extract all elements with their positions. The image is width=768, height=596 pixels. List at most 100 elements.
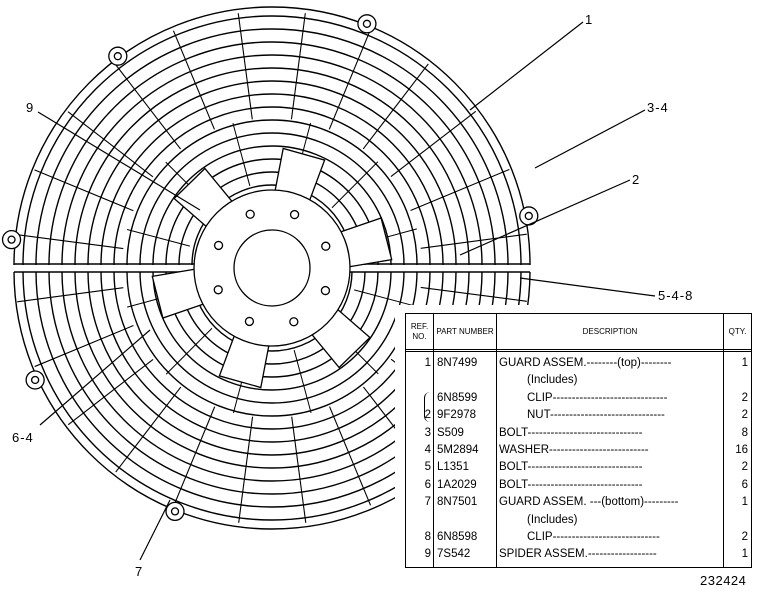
ref-no-cell: 7: [424, 496, 431, 509]
part-number-cell: 9F2978: [437, 409, 477, 422]
guard-spoke: [237, 13, 253, 120]
guard-ring: [191, 184, 353, 265]
part-number-cell: 1A2029: [437, 478, 477, 491]
callout-9: 9: [26, 100, 35, 115]
ref-no-cell: 9: [424, 548, 431, 561]
mounting-tab-hole: [524, 211, 533, 221]
bolt-hole: [289, 317, 299, 327]
guard-spoke: [290, 13, 306, 120]
guard-spoke: [165, 327, 213, 375]
ref-no-cell: 8: [424, 531, 431, 543]
leader-line: [469, 21, 584, 111]
quantity-cell: 2: [741, 531, 748, 543]
callout-2: 2: [632, 172, 641, 187]
guard-spoke: [329, 406, 372, 506]
guard-spoke: [420, 233, 527, 249]
bottom-guard: [13, 272, 531, 530]
quantity-cell: 2: [741, 409, 748, 422]
guard-spoke: [34, 169, 134, 212]
top-guard: [13, 6, 531, 265]
guard-spoke: [17, 287, 124, 303]
guard-ring: [113, 106, 431, 265]
guard-ring: [74, 272, 470, 469]
part-number-cell: L1351: [437, 461, 469, 474]
leader-line: [459, 179, 631, 256]
ref-no-cell: 2: [424, 409, 431, 422]
figure-number: 232424: [700, 573, 747, 588]
mounting-tab-hole: [113, 52, 122, 61]
description-cell: BOLT------------------------------: [499, 426, 643, 439]
quantity-cell: 1: [741, 496, 748, 509]
mounting-tabs: [1, 14, 539, 522]
guard-spoke: [232, 123, 251, 187]
guard-spoke: [390, 110, 477, 178]
guard-spoke: [114, 63, 182, 150]
guard-ring: [139, 132, 405, 265]
guard-ring: [152, 272, 392, 391]
description-cell: (Includes): [527, 374, 578, 387]
guard-ring: [178, 272, 366, 365]
part-number-cell: S509: [437, 426, 464, 439]
guard-ring: [13, 272, 531, 530]
guard-spoke: [172, 30, 215, 130]
description-cell: BOLT------------------------------: [499, 461, 643, 474]
bolt-hole: [289, 209, 300, 220]
col-divider: [433, 314, 434, 567]
ref-no-cell: 4: [424, 444, 431, 456]
guard-ring: [100, 93, 444, 265]
description-cell: WASHER--------------------------: [499, 444, 649, 456]
guard-ring: [35, 28, 509, 265]
guard-ring: [87, 80, 457, 265]
quantity-cell: 16: [735, 444, 748, 456]
guard-spoke: [354, 289, 418, 308]
guard-ring: [22, 15, 522, 265]
description-cell: (Includes): [527, 513, 578, 526]
bolt-hole: [320, 285, 331, 296]
guard-ring: [126, 272, 418, 417]
guard-ring: [74, 67, 470, 265]
description-cell: GUARD ASSEM. ---(bottom)---------: [499, 496, 679, 509]
ref-no-cell: 3: [424, 426, 431, 439]
part-number-cell: 6N8599: [437, 391, 478, 404]
guard-ring: [48, 272, 496, 495]
bolt-hole: [213, 285, 223, 295]
guard-ring: [61, 272, 483, 482]
header-ref: REF. NO.: [406, 314, 433, 350]
guard-spoke: [34, 325, 134, 368]
table-row: 3 S509 BOLT------------------------------ 8: [406, 425, 751, 442]
part-number-cell: 6N8598: [437, 531, 478, 543]
spider-hub: [151, 147, 393, 389]
header-qty: QTY.: [724, 314, 751, 350]
guard-ring: [139, 272, 405, 404]
description-cell: CLIP----------------------------: [527, 531, 660, 543]
guard-spoke: [17, 234, 124, 250]
table-row: 8 6N8598 CLIP---------------------------- 2: [406, 529, 751, 546]
leader-line: [37, 111, 201, 211]
quantity-cell: 2: [741, 461, 748, 474]
guard-ring: [165, 158, 379, 265]
quantity-cell: 6: [741, 478, 748, 491]
quantity-cell: 8: [741, 426, 748, 439]
guard-ring: [48, 41, 496, 265]
guard-spoke: [67, 358, 154, 426]
ref-no-cell: 5: [424, 461, 431, 474]
callout-6-4: 6-4: [12, 430, 34, 445]
guard-ring: [87, 272, 457, 456]
leader-line: [534, 109, 646, 169]
guard-spoke: [410, 168, 510, 211]
bolt-hole: [245, 209, 255, 219]
header-rule: [406, 351, 751, 352]
guard-ring: [35, 272, 509, 508]
mounting-tab-hole: [170, 507, 180, 516]
callout-3-4: 3-4: [647, 100, 669, 115]
guard-spoke: [238, 416, 254, 523]
guard-ring: [165, 272, 379, 378]
guard-ring: [13, 6, 531, 265]
bolt-hole: [213, 240, 224, 251]
leader-line: [139, 499, 171, 561]
